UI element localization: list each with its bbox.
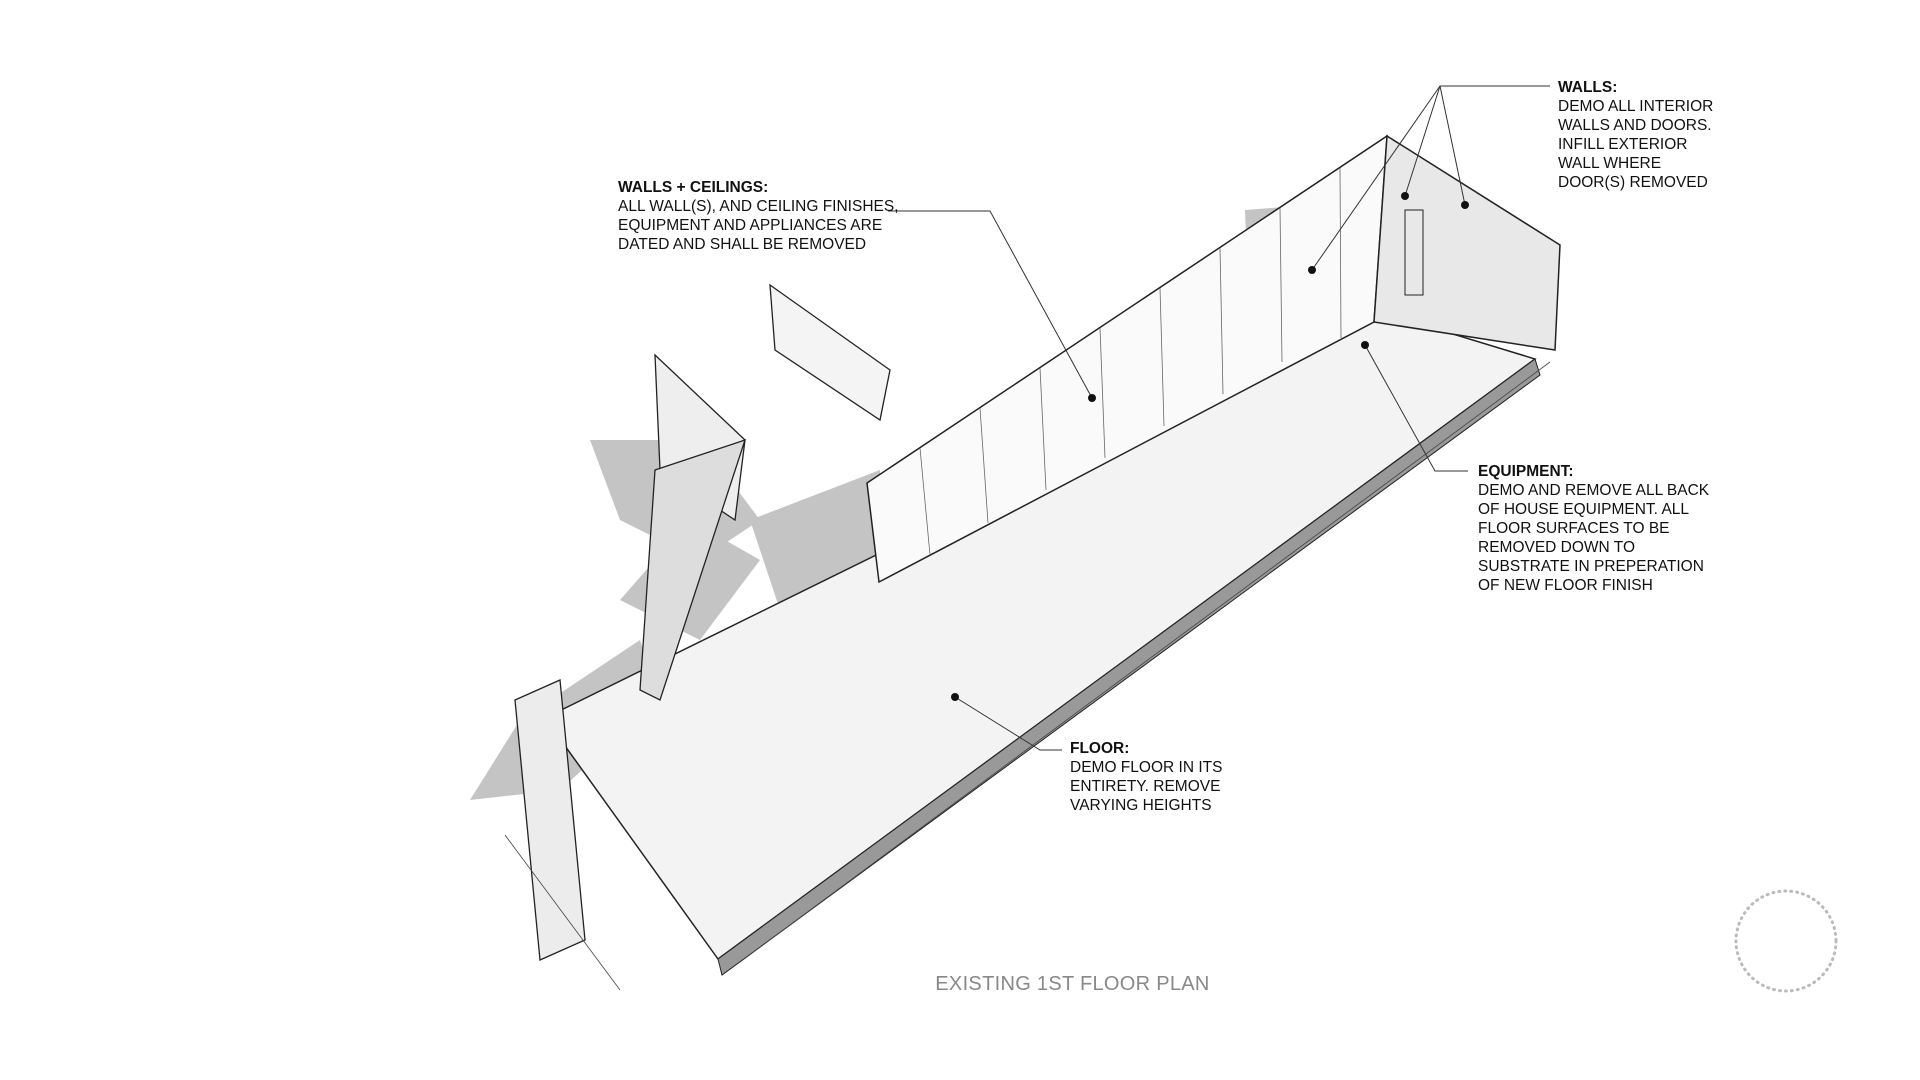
note-line: VARYING HEIGHTS [1070,797,1212,814]
note-heading: WALLS + CEILINGS: [618,179,769,196]
note-walls: WALLS: DEMO ALL INTERIOR WALLS AND DOORS… [1558,78,1713,192]
left-room-wall-2 [769,283,891,422]
note-line: SUBSTRATE IN PREPERATION [1478,558,1704,575]
note-line: ENTIRETY. REMOVE [1070,778,1221,795]
note-heading: EQUIPMENT: [1478,463,1574,480]
note-line: ALL WALL(S), AND CEILING FINISHES, [618,198,899,215]
note-line: FLOOR SURFACES TO BE [1478,520,1670,537]
wall-panel-lines [919,167,1342,556]
note-equipment: EQUIPMENT: DEMO AND REMOVE ALL BACK OF H… [1478,462,1709,595]
note-line: REMOVED DOWN TO [1478,539,1636,556]
note-line: DEMO ALL INTERIOR [1558,98,1714,115]
note-line: OF HOUSE EQUIPMENT. ALL [1478,501,1690,518]
note-line: WALL WHERE [1558,155,1662,172]
floor-edge-hatch [717,358,1541,976]
door-frame [1404,209,1424,296]
note-line: DEMO AND REMOVE ALL BACK [1478,482,1710,499]
storefront-wall [639,438,747,701]
note-heading: FLOOR: [1070,740,1130,757]
note-line: DATED AND SHALL BE REMOVED [618,236,867,253]
note-line: WALLS AND DOORS. [1558,117,1712,134]
callout-dots [951,192,1469,701]
right-end-wall [1373,134,1561,351]
note-line: OF NEW FLOOR FINISH [1478,577,1653,594]
dimension-lines [504,361,1551,991]
note-line: EQUIPMENT AND APPLIANCES ARE [618,217,883,234]
callout-leaders [888,85,1550,751]
note-heading: WALLS: [1558,79,1618,96]
note-line: INFILL EXTERIOR [1558,136,1688,153]
drawing-title: EXISTING 1ST FLOOR PLAN [935,973,1210,995]
note-line: DEMO FLOOR IN ITS [1070,759,1223,776]
note-floor: FLOOR: DEMO FLOOR IN ITS ENTIRETY. REMOV… [1070,739,1222,815]
north-arrow-circle-icon [1734,889,1838,993]
front-wall [514,679,586,961]
note-walls-ceilings: WALLS + CEILINGS: ALL WALL(S), AND CEILI… [618,178,899,254]
note-line: DOOR(S) REMOVED [1558,174,1708,191]
